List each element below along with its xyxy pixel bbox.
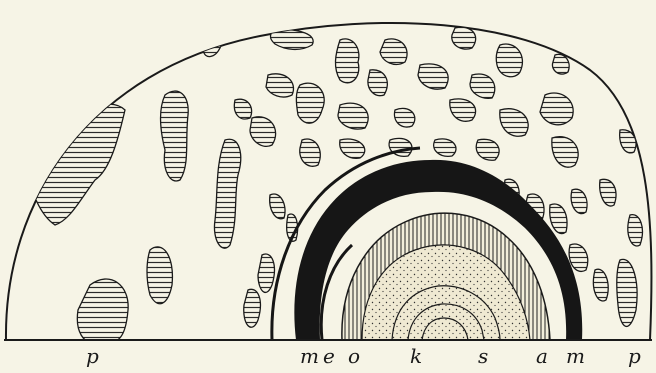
label-s: s [478,344,488,368]
label-k: k [410,344,422,368]
label-a: a [536,344,548,368]
label-p-left: p [86,344,99,368]
label-m: m [300,344,319,368]
label-p-right: p [628,344,641,368]
label-o: o [348,344,360,368]
label-m-right: m [566,344,585,368]
label-e: e [323,344,335,368]
